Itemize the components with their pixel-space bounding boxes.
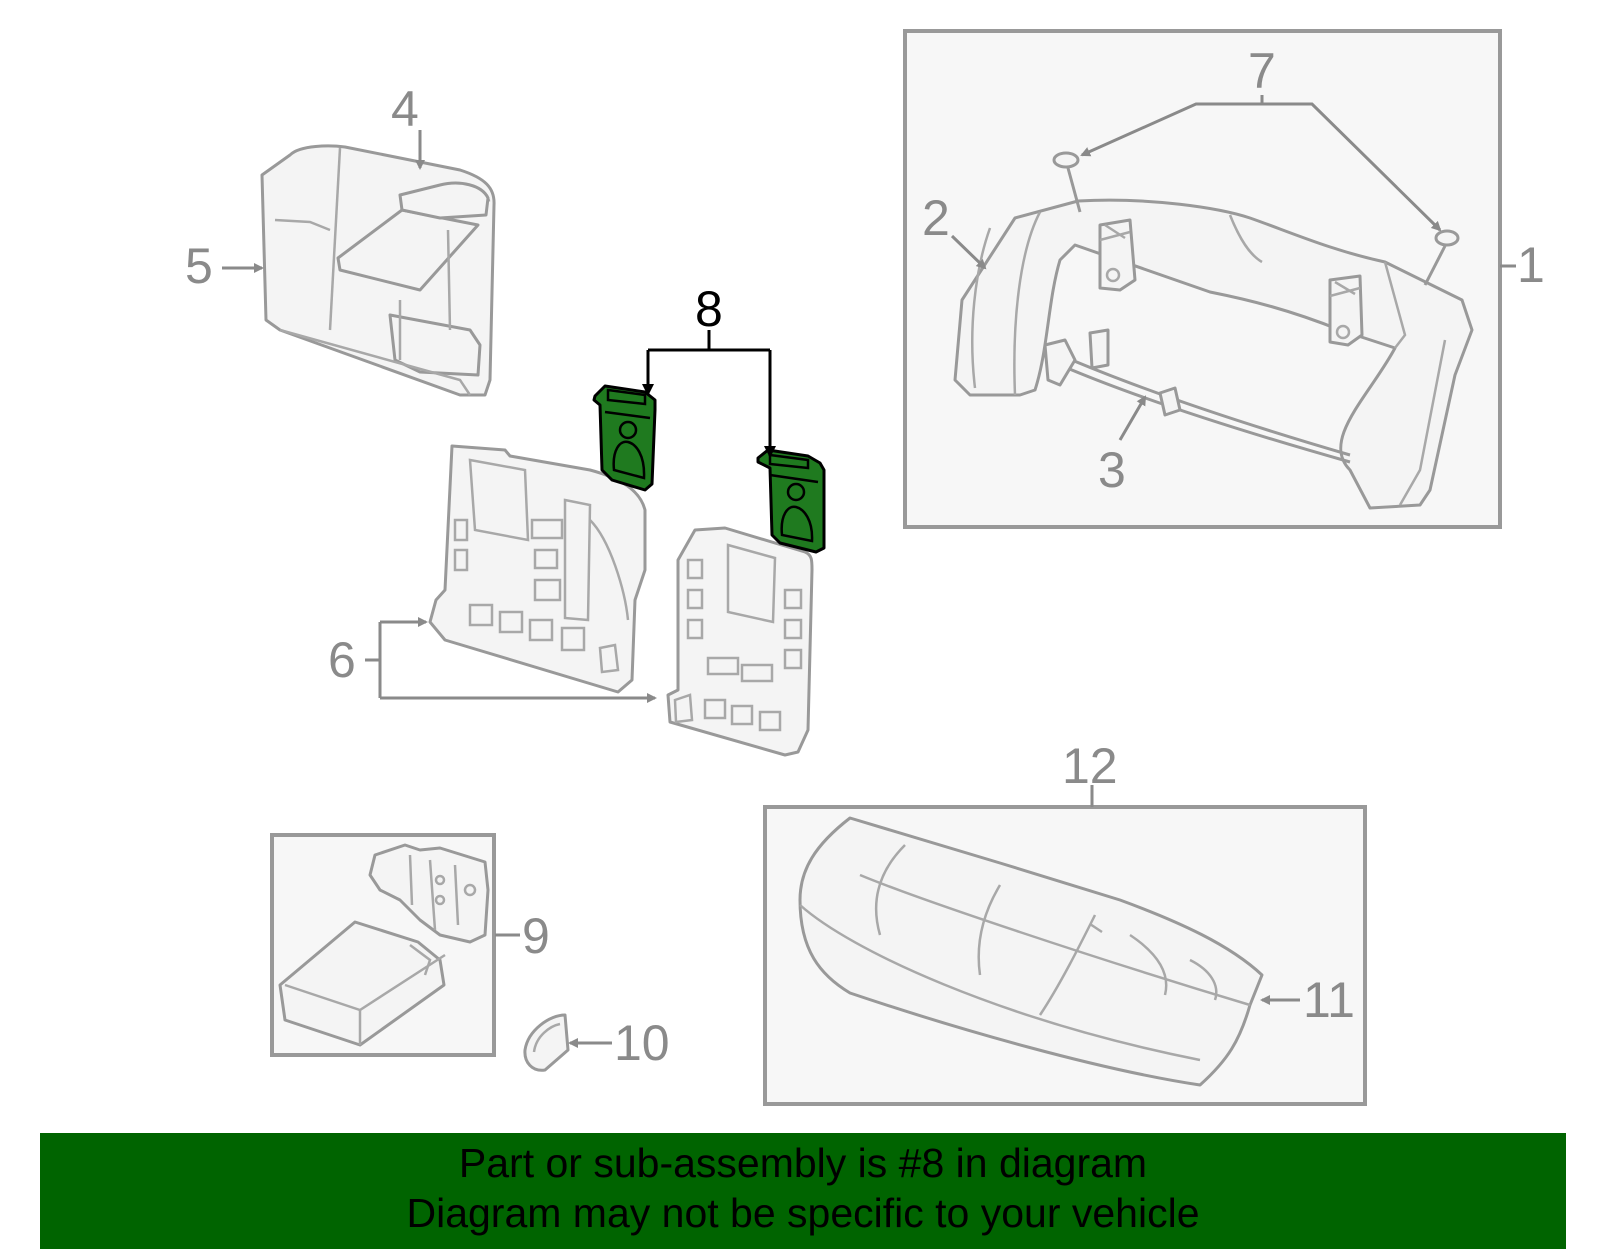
label-5: 5: [185, 238, 213, 294]
label-2: 2: [922, 190, 950, 246]
label-11: 11: [1303, 972, 1355, 1028]
seat-back-panel-left: [428, 444, 647, 694]
info-banner: Part or sub-assembly is #8 in diagram Di…: [40, 1133, 1566, 1249]
parts-diagram: 1 2 3 4 5 6 7 8 9 10 11 12: [185, 29, 1545, 1106]
seat-back-cushion: [260, 144, 496, 397]
label-8: 8: [695, 281, 723, 337]
label-7: 7: [1248, 43, 1276, 99]
cap-10: [523, 1013, 570, 1072]
seat-back-panel-right: [666, 526, 814, 757]
bracket-8-right: [756, 448, 826, 554]
bracket-8-left: [592, 384, 657, 492]
label-12: 12: [1062, 738, 1118, 794]
label-6: 6: [328, 632, 356, 688]
banner-disclaimer: Diagram may not be specific to your vehi…: [406, 1190, 1200, 1236]
label-1: 1: [1517, 237, 1545, 293]
label-9: 9: [522, 908, 550, 964]
latch-assembly: [278, 843, 490, 1047]
label-3: 3: [1098, 442, 1126, 498]
banner-part-note: Part or sub-assembly is #8 in diagram: [458, 1140, 1148, 1186]
seat-cushion: [798, 816, 1264, 1087]
label-10: 10: [614, 1015, 670, 1071]
label-4: 4: [391, 81, 419, 137]
seat-back-frame: [953, 151, 1474, 510]
